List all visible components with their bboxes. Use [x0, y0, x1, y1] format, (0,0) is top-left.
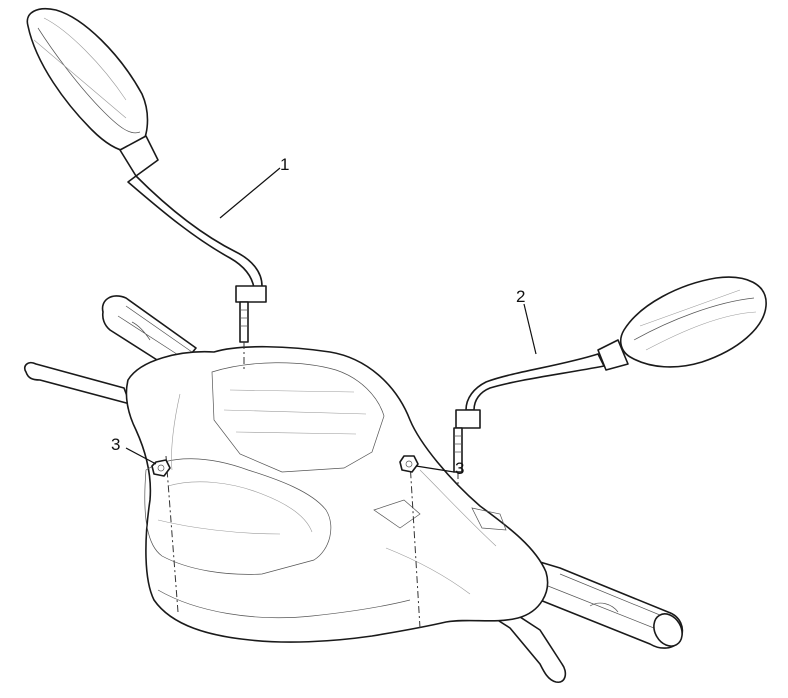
label-mirror-right: 2 — [516, 287, 525, 306]
handlebar-cover — [125, 345, 549, 643]
left-brake-lever — [23, 361, 131, 405]
mirror-left[interactable] — [26, 8, 267, 372]
callout-leaders — [125, 167, 537, 473]
mirror-right[interactable] — [453, 276, 767, 484]
nut-left[interactable] — [151, 455, 179, 613]
nut-right[interactable] — [399, 455, 421, 629]
mirror-right-head — [619, 276, 767, 368]
mirror-left-collar — [119, 135, 159, 177]
mirror-left-head — [26, 8, 149, 153]
label-nut-right: 3 — [455, 459, 464, 478]
right-grip — [509, 555, 684, 649]
mirror-right-stem — [465, 353, 605, 411]
label-nut-left: 3 — [111, 435, 120, 454]
mirror-right-base — [455, 409, 481, 429]
mirror-left-bolt — [239, 301, 249, 343]
mirror-left-stem — [127, 175, 263, 289]
mirror-left-base — [235, 285, 267, 303]
label-mirror-left: 1 — [280, 155, 289, 174]
handlebar-assembly — [23, 295, 684, 683]
